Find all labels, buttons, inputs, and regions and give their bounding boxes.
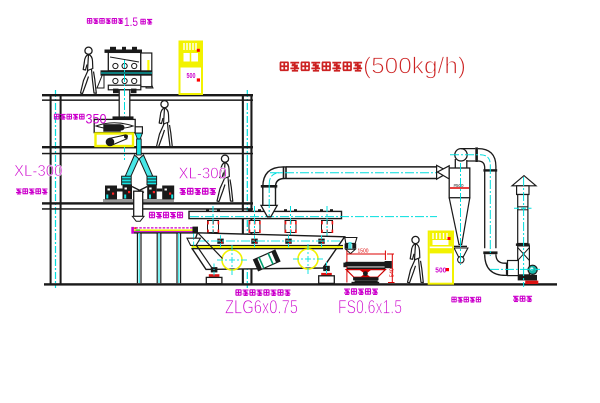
svg-text:XL-300: XL-300 (14, 163, 63, 180)
svg-text:XL-300: XL-300 (179, 166, 228, 183)
svg-text:1.5: 1.5 (124, 15, 138, 29)
svg-text:FS0.6x1.5: FS0.6x1.5 (338, 298, 402, 319)
svg-text:#500: #500 (454, 183, 465, 188)
svg-text:(500kg/h): (500kg/h) (363, 53, 466, 79)
svg-text:500: 500 (187, 71, 196, 80)
svg-text:350: 350 (86, 111, 107, 127)
svg-text:1500: 1500 (358, 249, 369, 255)
svg-text:ZLG6x0.75: ZLG6x0.75 (225, 298, 298, 319)
svg-text:540: 540 (390, 268, 396, 277)
svg-text:500: 500 (435, 266, 446, 275)
